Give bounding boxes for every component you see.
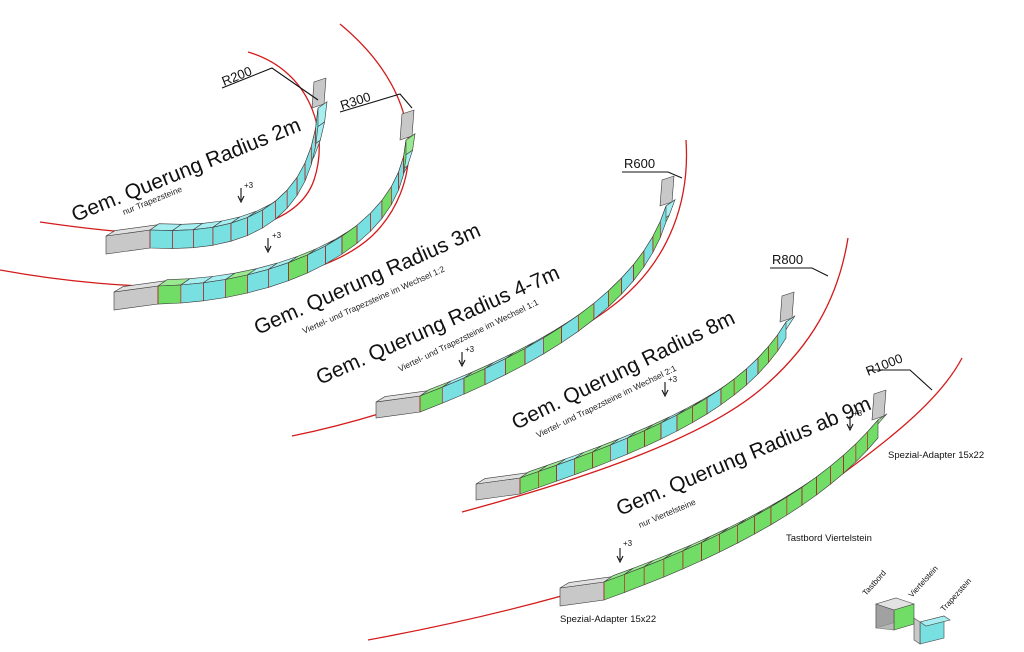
- arc-title-r1000: Gem. Querung Radius ab 9m: [613, 392, 874, 520]
- block-viertelstein: [733, 368, 747, 396]
- offset-label-r1000-bottom: +3: [623, 539, 633, 548]
- radius-dimension-r800: [770, 267, 829, 277]
- block-viertelstein: [801, 476, 817, 506]
- block-viertelstein: [543, 326, 562, 355]
- block-trapezstein: [193, 226, 214, 249]
- adapter-label-bottom: Spezial-Adapter 15x22: [560, 614, 656, 625]
- block-trapezstein: [561, 314, 579, 344]
- radius-label-r600: R600: [624, 156, 655, 171]
- block-trapezstein: [777, 320, 787, 352]
- radius-label-r300: R300: [338, 89, 372, 113]
- block-viertelstein: [720, 378, 735, 406]
- block-viertelstein: [157, 284, 182, 305]
- block-row-r300: [113, 109, 416, 311]
- block-trapezstein: [203, 279, 226, 302]
- offset-arrow-r800: [661, 382, 669, 398]
- legend-trapezstein-side: [913, 617, 921, 645]
- adapter-block-end: [779, 291, 795, 323]
- block-viertelstein: [701, 533, 721, 562]
- block-row-r800: [475, 291, 796, 501]
- offset-arrow-r1000-bottom: [616, 548, 624, 564]
- legend: Tastbord Viertelstein Trapezstein: [861, 564, 973, 645]
- legend-label-tastbord: Tastbord: [861, 569, 888, 598]
- centerline-curve-r800: [461, 237, 849, 513]
- block-viertelstein: [768, 333, 779, 364]
- adapter-label-top: Spezial-Adapter 15x22: [888, 450, 984, 461]
- block-viertelstein: [757, 345, 769, 375]
- legend-label-trapezstein: Trapezstein: [939, 576, 973, 613]
- offset-label-r1000-top: +3: [853, 409, 863, 418]
- block-trapezstein: [275, 189, 288, 220]
- block-viertelstein: [577, 302, 595, 332]
- block-viertelstein: [866, 419, 879, 451]
- block-trapezstein: [304, 146, 312, 182]
- block-trapezstein: [212, 222, 232, 246]
- offset-arrow-r200: [237, 188, 245, 204]
- block-trapezstein: [149, 229, 173, 249]
- legend-label-viertelstein: Viertelstein: [907, 564, 940, 599]
- block-trapezstein: [643, 235, 654, 268]
- block-viertelstein: [652, 221, 661, 253]
- offset-label-r200: +3: [244, 181, 254, 190]
- radius-label-r800: R800: [772, 252, 803, 267]
- block-trapezstein: [172, 229, 194, 249]
- adapter-block-end: [659, 175, 675, 207]
- offset-label-r300: +3: [272, 231, 282, 240]
- block-viertelstein: [644, 422, 662, 448]
- block-viertelstein: [663, 550, 684, 578]
- legend-trapezstein-top: [919, 615, 951, 627]
- block-trapezstein: [310, 128, 316, 165]
- radius-dimension-r200: [221, 67, 319, 101]
- adapter-block-end: [311, 77, 327, 109]
- radius-dimension-r300: [339, 93, 413, 113]
- block-row-r1000: [559, 389, 888, 607]
- offset-arrow-r600: [458, 352, 466, 368]
- block-row-r600: [375, 175, 676, 419]
- block-viertelstein: [682, 542, 702, 570]
- offset-arrow-r1000-top: [846, 416, 854, 432]
- block-viertelstein: [830, 454, 844, 485]
- block-viertelstein: [633, 249, 645, 282]
- block-row-r200: [105, 77, 328, 255]
- radius-label-r200: R200: [220, 63, 254, 89]
- block-viertelstein: [608, 277, 622, 308]
- block-viertelstein: [855, 431, 868, 463]
- radius-dimension-r600: [622, 171, 683, 179]
- block-trapezstein: [296, 162, 306, 196]
- arc-group-r200: R200 Gem. Querung Radius 2m nur Trapezst…: [39, 51, 328, 255]
- block-viertelstein: [816, 465, 831, 496]
- block-trapezstein: [659, 205, 667, 238]
- adapter-block-end: [871, 389, 887, 421]
- centerline-curve-r300: [0, 23, 410, 288]
- legend-viertelstein-side: [875, 603, 895, 631]
- offset-label-r800: +3: [668, 375, 678, 384]
- adapter-block-end: [399, 109, 415, 141]
- offset-label-r600: +3: [465, 345, 475, 354]
- radius-dimension-r1000: [868, 369, 933, 391]
- radius-label-r1000: R1000: [864, 351, 905, 379]
- tastbord-viertelstein-label: Tastbord Viertelstein: [786, 533, 872, 544]
- block-trapezstein: [286, 176, 298, 209]
- offset-arrow-r300: [264, 238, 272, 254]
- block-trapezstein: [746, 357, 759, 386]
- block-trapezstein: [180, 282, 204, 304]
